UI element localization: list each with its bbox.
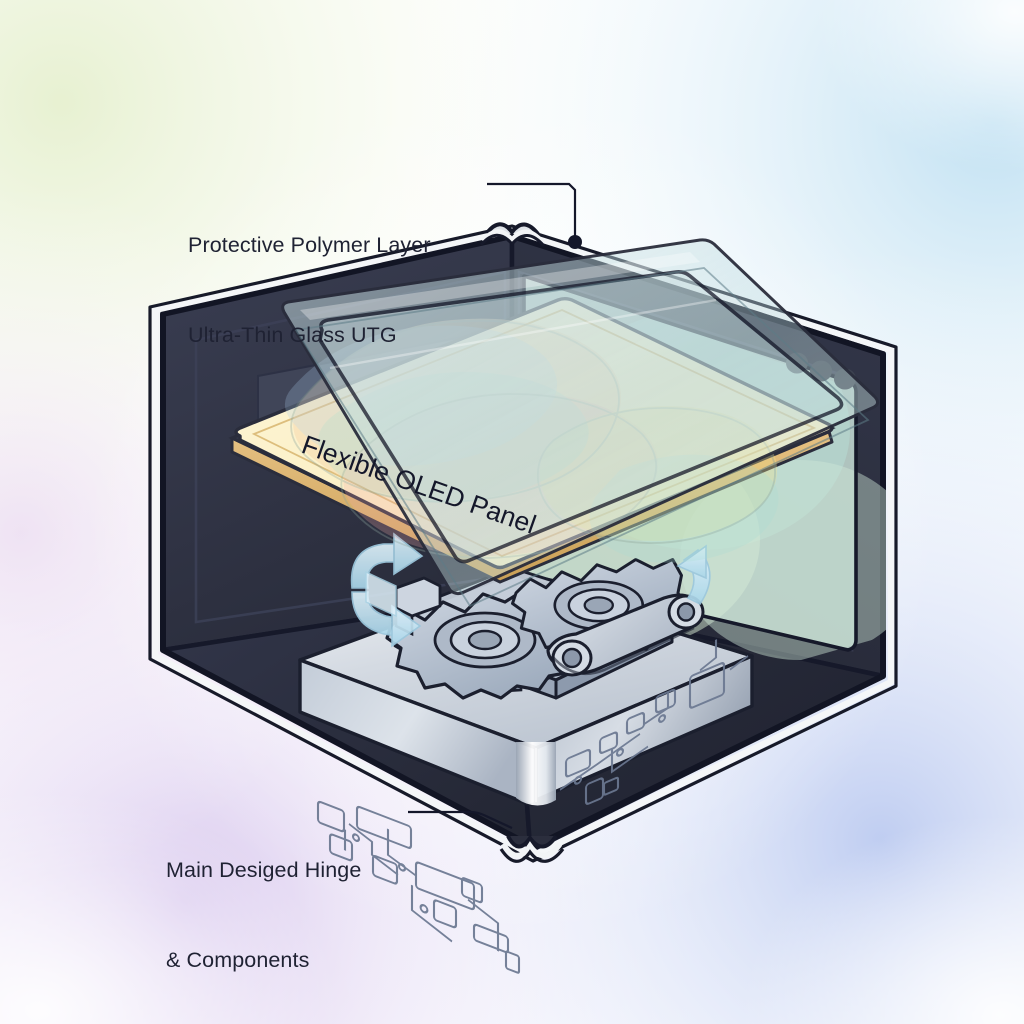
label-protective-layer-line1: Protective Polymer Layer [188,233,431,257]
leader-lines [408,182,577,829]
fold-crease-bottom [499,834,565,863]
rotation-arrows [350,532,711,648]
hinge-linkage-arm [546,593,705,677]
label-hinge-components: Main Desiged Hinge & Components [166,795,361,1024]
rotation-arrow-left-bar [365,570,397,618]
fold-crease-top [479,222,546,247]
leader-line-bottom [408,810,513,829]
pcb-traces-right [559,639,749,805]
label-hinge-components-line1: Main Desiged Hinge [166,858,362,882]
ultra-thin-glass-layer [294,267,870,608]
leader-line-top [487,182,577,236]
label-protective-layer: Protective Polymer Layer Ultra-Thin Glas… [188,170,431,410]
leader-dot-top [568,235,582,249]
pcb-traces-left [316,800,521,974]
rotation-arrow-right [676,544,711,606]
label-hinge-components-line2: & Components [166,948,310,972]
protective-glass-sheet [281,235,879,596]
label-protective-layer-line2: Ultra-Thin Glass UTG [188,323,397,347]
